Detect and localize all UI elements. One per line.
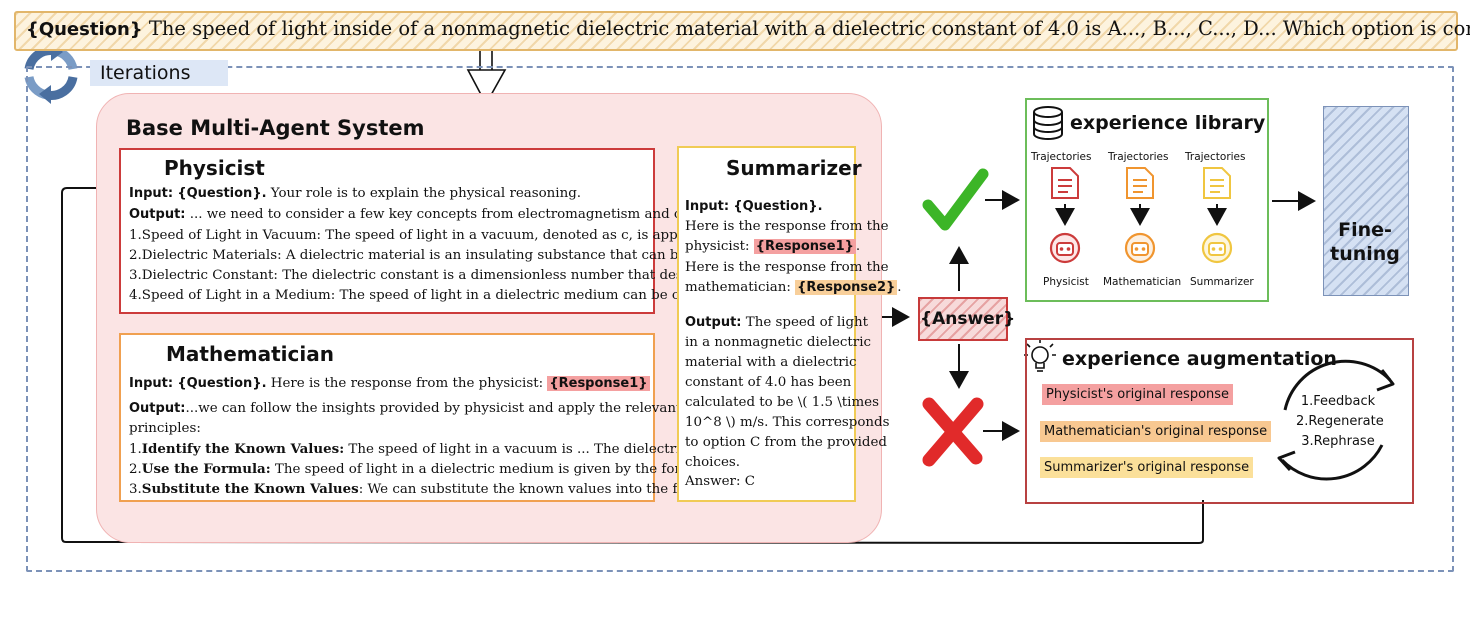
summarizer-output-line-7: choices.	[685, 455, 741, 470]
physicist-item-2: 2.Dielectric Materials: A dielectric mat…	[129, 248, 767, 263]
physicist-card	[119, 148, 655, 314]
question-to-base-arrow	[466, 44, 507, 106]
summarizer-original-response-tag: Summarizer's original response	[1040, 457, 1254, 478]
mathematician-item-3: 3.Substitute the Known Values: We can su…	[129, 481, 748, 497]
summarizer-input-line-3: Here is the response from the	[685, 260, 889, 275]
summarizer-title: Summarizer	[726, 156, 862, 180]
iterations-label: Iterations	[90, 60, 228, 86]
summarizer-input-line-1: Here is the response from the	[685, 219, 889, 234]
answer-node: {Answer}	[918, 297, 1015, 341]
check-icon	[922, 168, 989, 231]
augmentation-steps: 1.Feedback 2.Regenerate 3.Rephrase	[1296, 392, 1384, 452]
robot-icon-library-summarizer	[1201, 232, 1233, 264]
question-bar	[14, 11, 1458, 51]
mathematician-response1-tag: {Response1}	[547, 376, 650, 391]
mathematician-original-response-tag: Mathematician's original response	[1040, 421, 1272, 442]
question-body: The speed of light inside of a nonmagnet…	[148, 17, 1470, 40]
summarizer-output: Output: The speed of light	[685, 315, 869, 330]
fine-tuning-panel	[1323, 106, 1409, 296]
physicist-item-4: 4.Speed of Light in a Medium: The speed …	[129, 288, 755, 303]
summarizer-response1-tag: {Response1}	[753, 239, 856, 254]
summarizer-input-line-2: physicist: {Response1}.	[685, 239, 861, 254]
trajectories-label-2: Trajectories	[1108, 151, 1169, 163]
physicist-item-3: 3.Dielectric Constant: The dielectric co…	[129, 268, 762, 283]
feedback-loop-line	[61, 178, 1204, 545]
step-rephrase: 3.Rephrase	[1301, 434, 1375, 449]
robot-icon-library-physicist	[1049, 232, 1081, 264]
question-text: {Question} The speed of light inside of …	[26, 17, 1470, 40]
summarizer-output-line-4: calculated to be \( 1.5 \times	[685, 395, 879, 410]
mathematician-item-1: 1.Identify the Known Values: The speed o…	[129, 441, 783, 457]
trajectories-label-1: Trajectories	[1031, 151, 1092, 163]
library-agent-summarizer: Summarizer	[1190, 276, 1254, 288]
summarizer-output-line-2: material with a dielectric	[685, 355, 857, 370]
mathematician-output-cont: principles:	[129, 421, 201, 436]
base-system-title: Base Multi-Agent System	[126, 116, 425, 140]
mathematician-output: Output:...we can follow the insights pro…	[129, 401, 779, 416]
summarizer-output-line-3: constant of 4.0 has been	[685, 375, 852, 390]
step-regenerate: 2.Regenerate	[1296, 414, 1384, 429]
mathematician-title: Mathematician	[166, 342, 334, 366]
physicist-original-response-tag: Physicist's original response	[1042, 384, 1234, 405]
database-icon	[1033, 106, 1063, 140]
library-agent-mathematician: Mathematician	[1103, 276, 1182, 288]
summarizer-answer: Answer: C	[685, 474, 755, 489]
document-icon-summarizer	[1203, 167, 1231, 199]
mathematician-item-2: 2.Use the Formula: The speed of light in…	[129, 461, 736, 477]
summarizer-output-line-5: 10^8 \) m/s. This corresponds	[685, 415, 890, 430]
summarizer-output-line-6: to option C from the provided	[685, 435, 887, 450]
physicist-input: Input: {Question}. Your role is to expla…	[129, 186, 582, 201]
document-icon-mathematician	[1126, 167, 1154, 199]
summarizer-response2-tag: {Response2}	[795, 280, 898, 295]
summarizer-input: Input: {Question}.	[685, 199, 823, 214]
library-agent-physicist: Physicist	[1043, 276, 1089, 288]
experience-library-title: experience library	[1070, 112, 1266, 134]
experience-augmentation-title: experience augmentation	[1062, 348, 1337, 370]
experience-library-panel	[1025, 98, 1269, 302]
experience-augmentation-panel	[1025, 338, 1414, 504]
step-feedback: 1.Feedback	[1300, 394, 1376, 409]
physicist-title: Physicist	[164, 156, 265, 180]
mathematician-card	[119, 333, 655, 502]
lightbulb-icon	[1024, 339, 1056, 372]
mathematician-input: Input: {Question}. Here is the response …	[129, 376, 650, 391]
fine-tuning-label: Fine- tuning	[1330, 219, 1400, 265]
trajectories-label-3: Trajectories	[1185, 151, 1246, 163]
document-icon-physicist	[1051, 167, 1079, 199]
summarizer-output-line-1: in a nonmagnetic dielectric	[685, 335, 871, 350]
iterations-container	[26, 66, 1454, 572]
summarizer-input-line-4: mathematician: {Response2}.	[685, 280, 902, 295]
question-tag: {Question}	[26, 19, 143, 40]
cross-icon	[922, 397, 984, 467]
cycle-arrows-icon	[1277, 359, 1395, 481]
summarizer-card	[677, 146, 856, 502]
physicist-output: Output: ... we need to consider a few ke…	[129, 207, 720, 222]
robot-icon-library-mathematician	[1124, 232, 1156, 264]
physicist-item-1: 1.Speed of Light in Vacuum: The speed of…	[129, 228, 761, 243]
